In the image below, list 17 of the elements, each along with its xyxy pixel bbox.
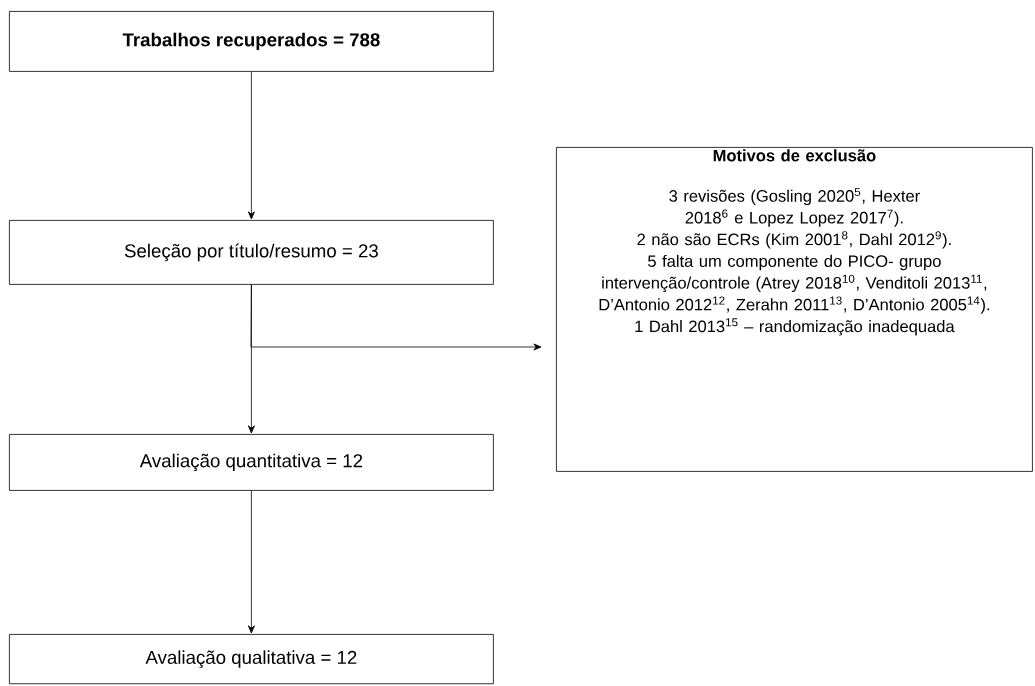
arrow [247,490,255,634]
exclusion-reason: 1 Dahl 2013$^{15}$ – randomização inadequada [635,318,955,336]
exclusion-reason: 3 revisões (Gosling 2020$^{5}$, Hexter 2018$^{6}$ e Lopez Lopez 2017$^{7}$). [669,187,920,227]
exclusion-reason: 2 não são ECRs (Kim 2001$^{8}$, Dahl 2012$^{9}$). [637,231,951,249]
node-label: Avaliação qualitativa = 12 [145,650,357,668]
process-box [9,11,494,72]
exclusion-box [556,147,1033,472]
arrow [247,71,255,220]
process-box [9,434,494,491]
node-label: Seleção por título/resumo = 23 [124,243,378,262]
box-heading: Motivos de exclusão [713,149,876,162]
exclusion-reason: 5 falta um componente do PICO- grupo intervenção/controle (Atrey 2018$^{10}$, Venditoli 2013$^{11}$, D’Antonio 2012$^{12}$, Zerahn 2011$^{13}$, D’Antonio 2005$^{14}$). [599,254,990,314]
node-label: Trabalhos recuperados = 788 [122,32,380,51]
arrow [250,284,542,351]
process-box [9,220,494,285]
process-box [9,634,494,685]
node-label: Avaliação quantitativa = 12 [139,453,363,472]
